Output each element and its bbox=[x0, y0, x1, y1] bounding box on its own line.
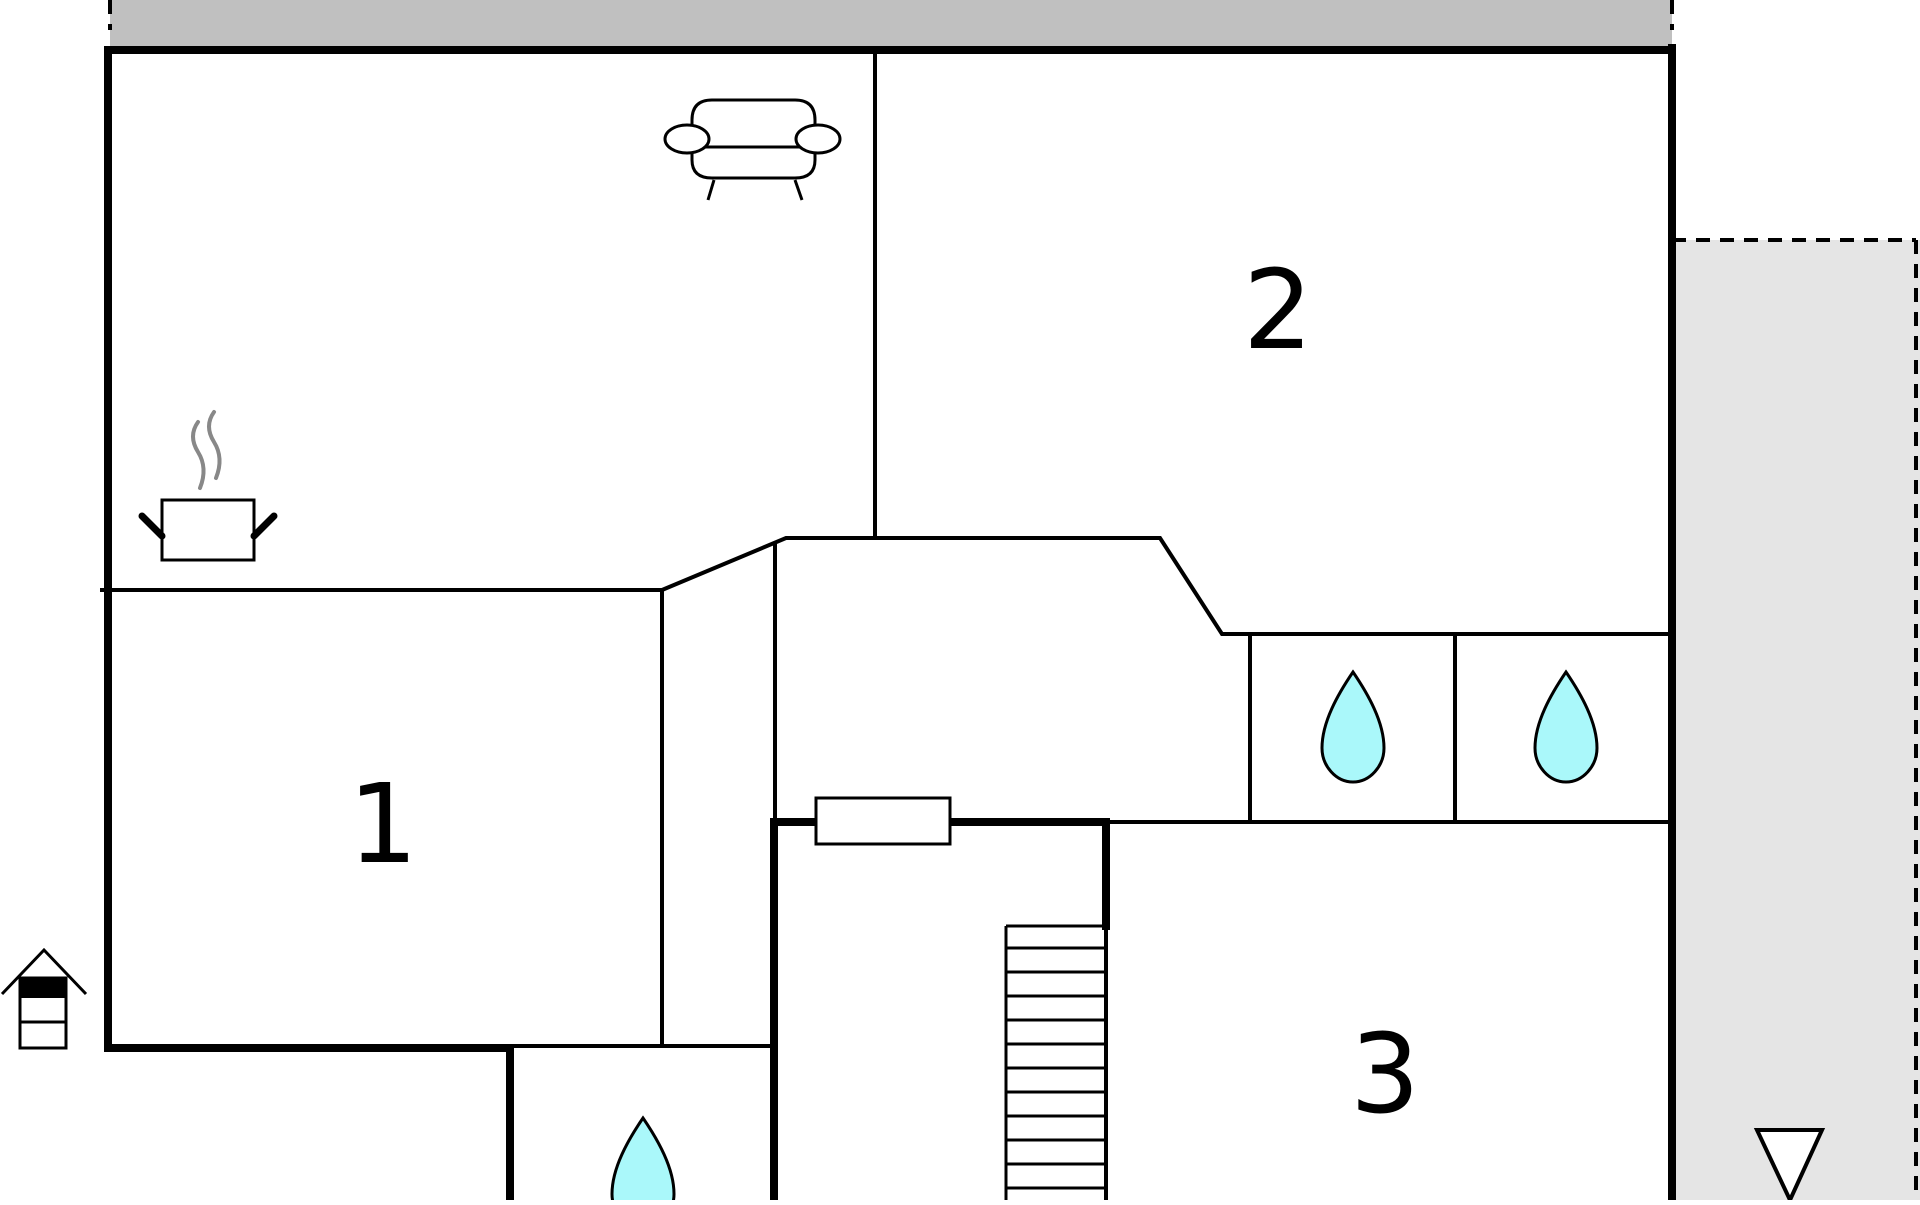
exterior-walls bbox=[104, 44, 1676, 1204]
house-entrance-icon bbox=[0, 947, 88, 1050]
water-drop-icon bbox=[1533, 669, 1599, 784]
cooking-pot-icon bbox=[138, 410, 278, 562]
staircase-icon bbox=[1004, 924, 1108, 1200]
north-arrow-icon bbox=[1753, 1128, 1826, 1205]
interior-walls bbox=[100, 50, 1670, 1200]
room-3-label: 3 bbox=[1350, 1010, 1420, 1138]
sofa-icon bbox=[663, 98, 842, 201]
room-1-label: 1 bbox=[348, 760, 418, 888]
water-drop-icon bbox=[1320, 669, 1386, 784]
radiator-icon bbox=[814, 796, 952, 846]
top-terrace bbox=[108, 0, 1674, 48]
water-drop-icon bbox=[610, 1115, 676, 1205]
right-balcony bbox=[1672, 238, 1920, 1200]
room-2-label: 2 bbox=[1243, 246, 1313, 374]
